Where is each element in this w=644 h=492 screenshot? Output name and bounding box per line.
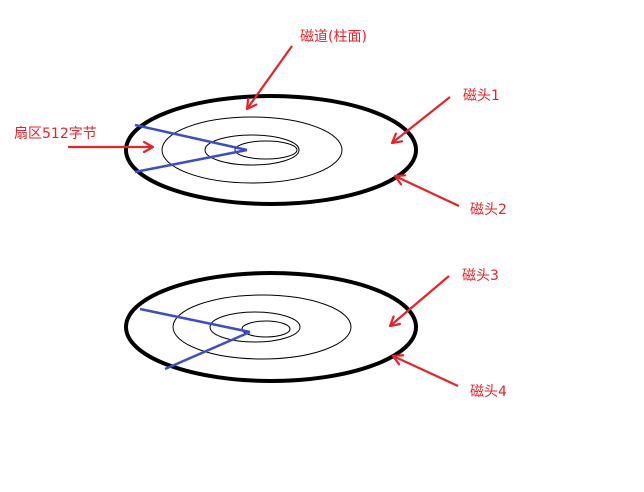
arrow-head-3 [390,275,450,326]
platter-1-sector-boundary-upper [134,123,248,152]
platter-2-track-middle [209,311,301,343]
arrow-head-4 [393,356,459,387]
arrow-head-1 [392,96,451,143]
platter-1-track-inner [234,140,298,160]
platter-1-sector-boundary-lower [134,148,248,174]
platter-2-track-inner [241,320,291,338]
label-track: 磁道(柱面) [300,29,367,45]
arrow-head-2 [395,176,460,207]
label-head-4: 磁头4 [470,384,507,400]
label-head-2: 磁头2 [470,202,507,218]
label-sector: 扇区512字节 [14,126,97,142]
platter-2 [124,271,418,383]
platter-2-sector-boundary-upper [139,307,251,334]
platter-1-outer-edge [124,94,418,206]
label-head-3: 磁头3 [462,268,499,284]
platter-1 [124,94,418,206]
label-head-1: 磁头1 [463,88,500,104]
platter-2-track-outer [172,294,352,360]
platter-2-outer-edge [124,271,418,383]
platter-2-sector-boundary-lower [164,330,251,371]
platter-1-track-outer [161,116,343,184]
arrow-track [247,45,293,109]
platter-1-track-middle [204,134,300,166]
